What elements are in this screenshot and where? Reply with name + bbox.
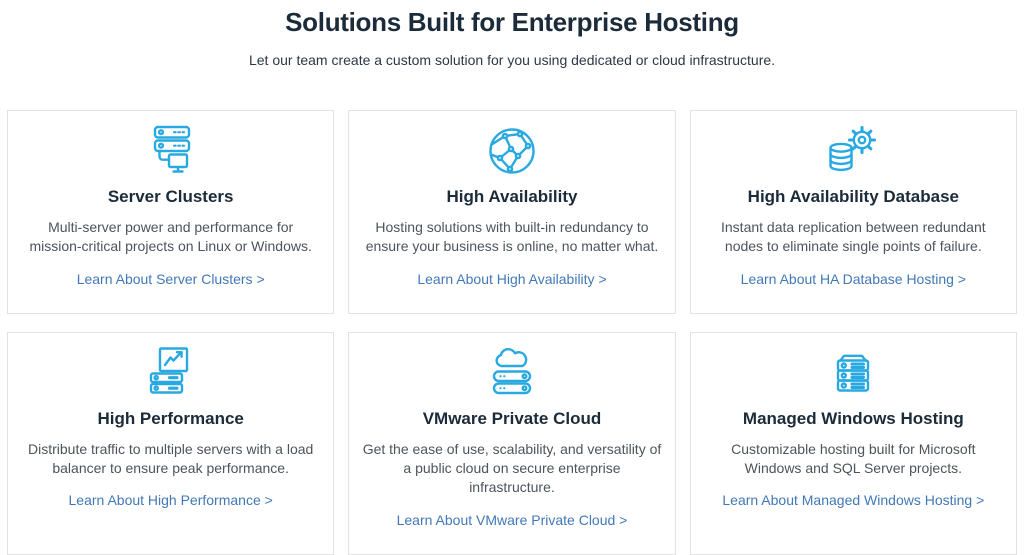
card-title: High Availability	[446, 187, 578, 206]
card-description: Instant data replication between redunda…	[721, 219, 986, 255]
server-stack-tower-icon	[704, 346, 1003, 400]
learn-about-vmware-private-cloud-link[interactable]: Learn About VMware Private Cloud >	[396, 511, 628, 528]
high-availability-globe-icon	[362, 124, 661, 178]
learn-about-high-availability-link[interactable]: Learn About High Availability >	[417, 270, 607, 287]
card-title: High Availability Database	[747, 187, 959, 206]
performance-monitor-chart-icon	[21, 346, 320, 400]
card-description: Distribute traffic to multiple servers w…	[28, 440, 314, 476]
learn-about-server-clusters-link[interactable]: Learn About Server Clusters >	[76, 270, 265, 287]
page-subtitle: Let our team create a custom solution fo…	[248, 52, 776, 68]
learn-about-high-performance-link[interactable]: Learn About High Performance >	[68, 492, 273, 509]
card-ha-database: High Availability Database Instant data …	[689, 110, 1017, 314]
section-header: Solutions Built for Enterprise Hosting L…	[0, 7, 1024, 68]
page-title: Solutions Built for Enterprise Hosting	[285, 7, 739, 37]
learn-about-ha-database-hosting-link[interactable]: Learn About HA Database Hosting >	[740, 270, 966, 287]
card-high-performance: High Performance Distribute traffic to m…	[7, 331, 335, 555]
solutions-card-grid: Server Clusters Multi-server power and p…	[0, 110, 1024, 555]
card-title: Managed Windows Hosting	[742, 408, 964, 428]
card-server-clusters: Server Clusters Multi-server power and p…	[7, 110, 335, 314]
card-description: Hosting solutions with built-in redundan…	[365, 219, 659, 255]
database-gear-icon	[704, 124, 1003, 178]
card-title: High Performance	[97, 408, 244, 428]
card-vmware-private-cloud: VMware Private Cloud Get the ease of use…	[348, 331, 676, 555]
card-description: Customizable hosting built for Microsoft…	[731, 440, 976, 476]
learn-about-managed-windows-hosting-link[interactable]: Learn About Managed Windows Hosting >	[722, 492, 985, 509]
cloud-over-servers-icon	[362, 346, 661, 400]
card-description: Multi-server power and performance for m…	[29, 219, 312, 255]
card-managed-windows-hosting: Managed Windows Hosting Customizable hos…	[689, 331, 1017, 555]
card-title: VMware Private Cloud	[422, 408, 602, 428]
card-description: Get the ease of use, scalability, and ve…	[362, 440, 662, 496]
card-title: Server Clusters	[107, 187, 234, 206]
server-clusters-icon	[21, 124, 320, 178]
card-high-availability: High Availability Hosting solutions with…	[348, 110, 676, 314]
